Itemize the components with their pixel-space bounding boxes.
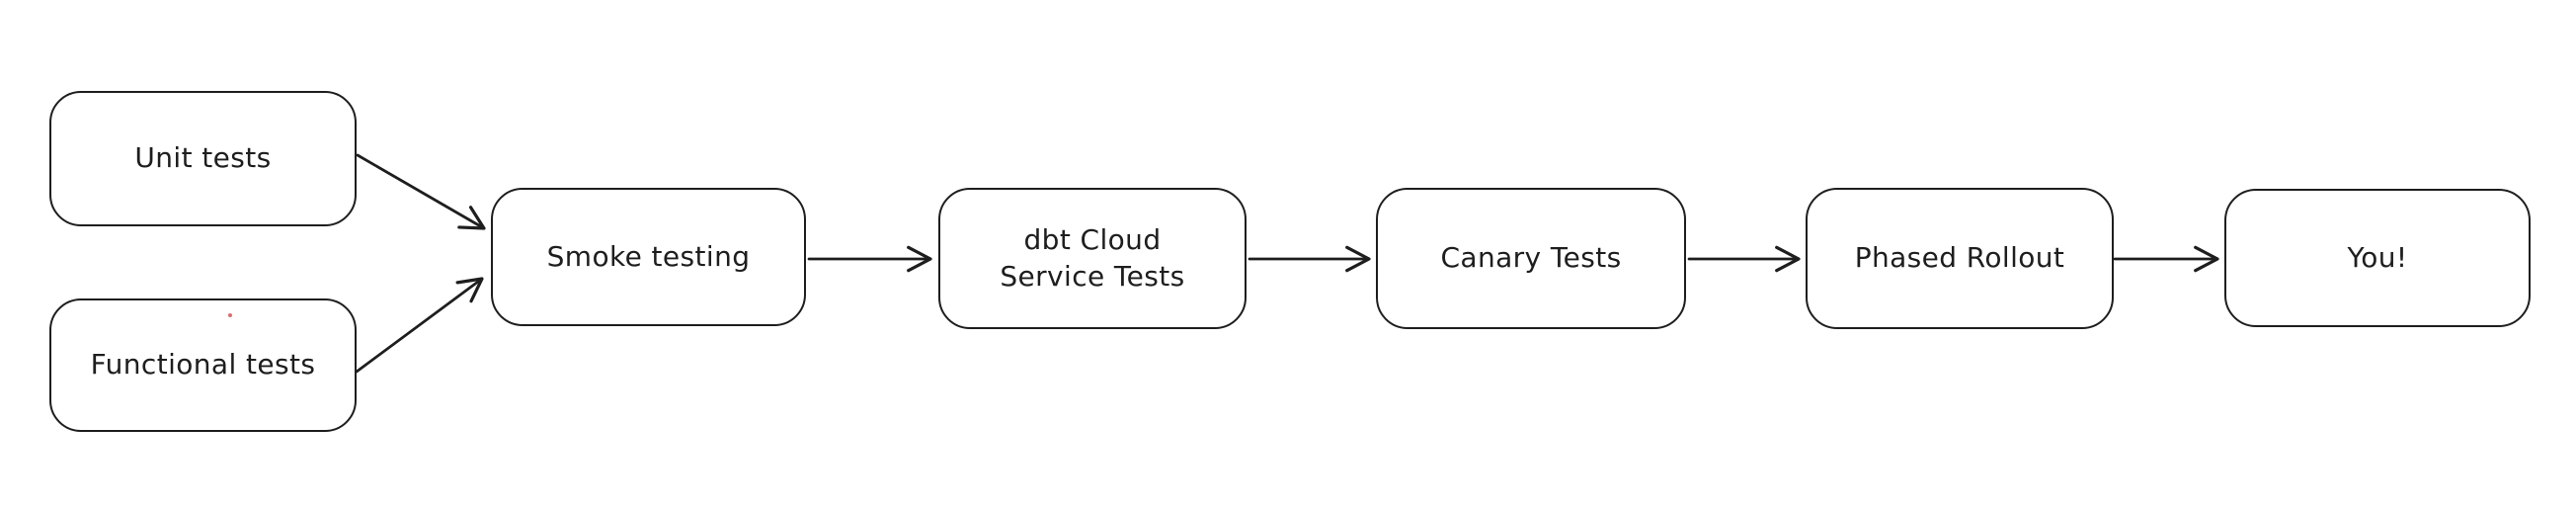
node-unit-tests: Unit tests bbox=[49, 91, 357, 226]
node-dbt-cloud-service-tests-label: dbt Cloud Service Tests bbox=[1000, 222, 1184, 295]
node-functional-tests: Functional tests bbox=[49, 298, 357, 432]
edge-functional-tests-to-smoke-testing bbox=[355, 277, 484, 374]
node-you-label: You! bbox=[2347, 240, 2408, 274]
node-you: You! bbox=[2224, 189, 2531, 327]
node-canary-tests: Canary Tests bbox=[1376, 188, 1686, 329]
node-dbt-cloud-service-tests-line1: dbt Cloud bbox=[1023, 223, 1162, 257]
node-smoke-testing: Smoke testing bbox=[491, 188, 806, 326]
stray-red-dot bbox=[228, 313, 232, 317]
node-dbt-cloud-service-tests-line2: Service Tests bbox=[1000, 259, 1185, 293]
node-canary-tests-label: Canary Tests bbox=[1440, 241, 1622, 275]
node-unit-tests-label: Unit tests bbox=[134, 141, 272, 175]
node-smoke-testing-label: Smoke testing bbox=[546, 239, 751, 273]
node-functional-tests-label: Functional tests bbox=[90, 348, 316, 382]
edge-unit-tests-to-smoke-testing bbox=[356, 153, 486, 230]
node-phased-rollout-label: Phased Rollout bbox=[1854, 241, 2065, 275]
node-dbt-cloud-service-tests: dbt Cloud Service Tests bbox=[938, 188, 1247, 329]
node-phased-rollout: Phased Rollout bbox=[1806, 188, 2114, 329]
